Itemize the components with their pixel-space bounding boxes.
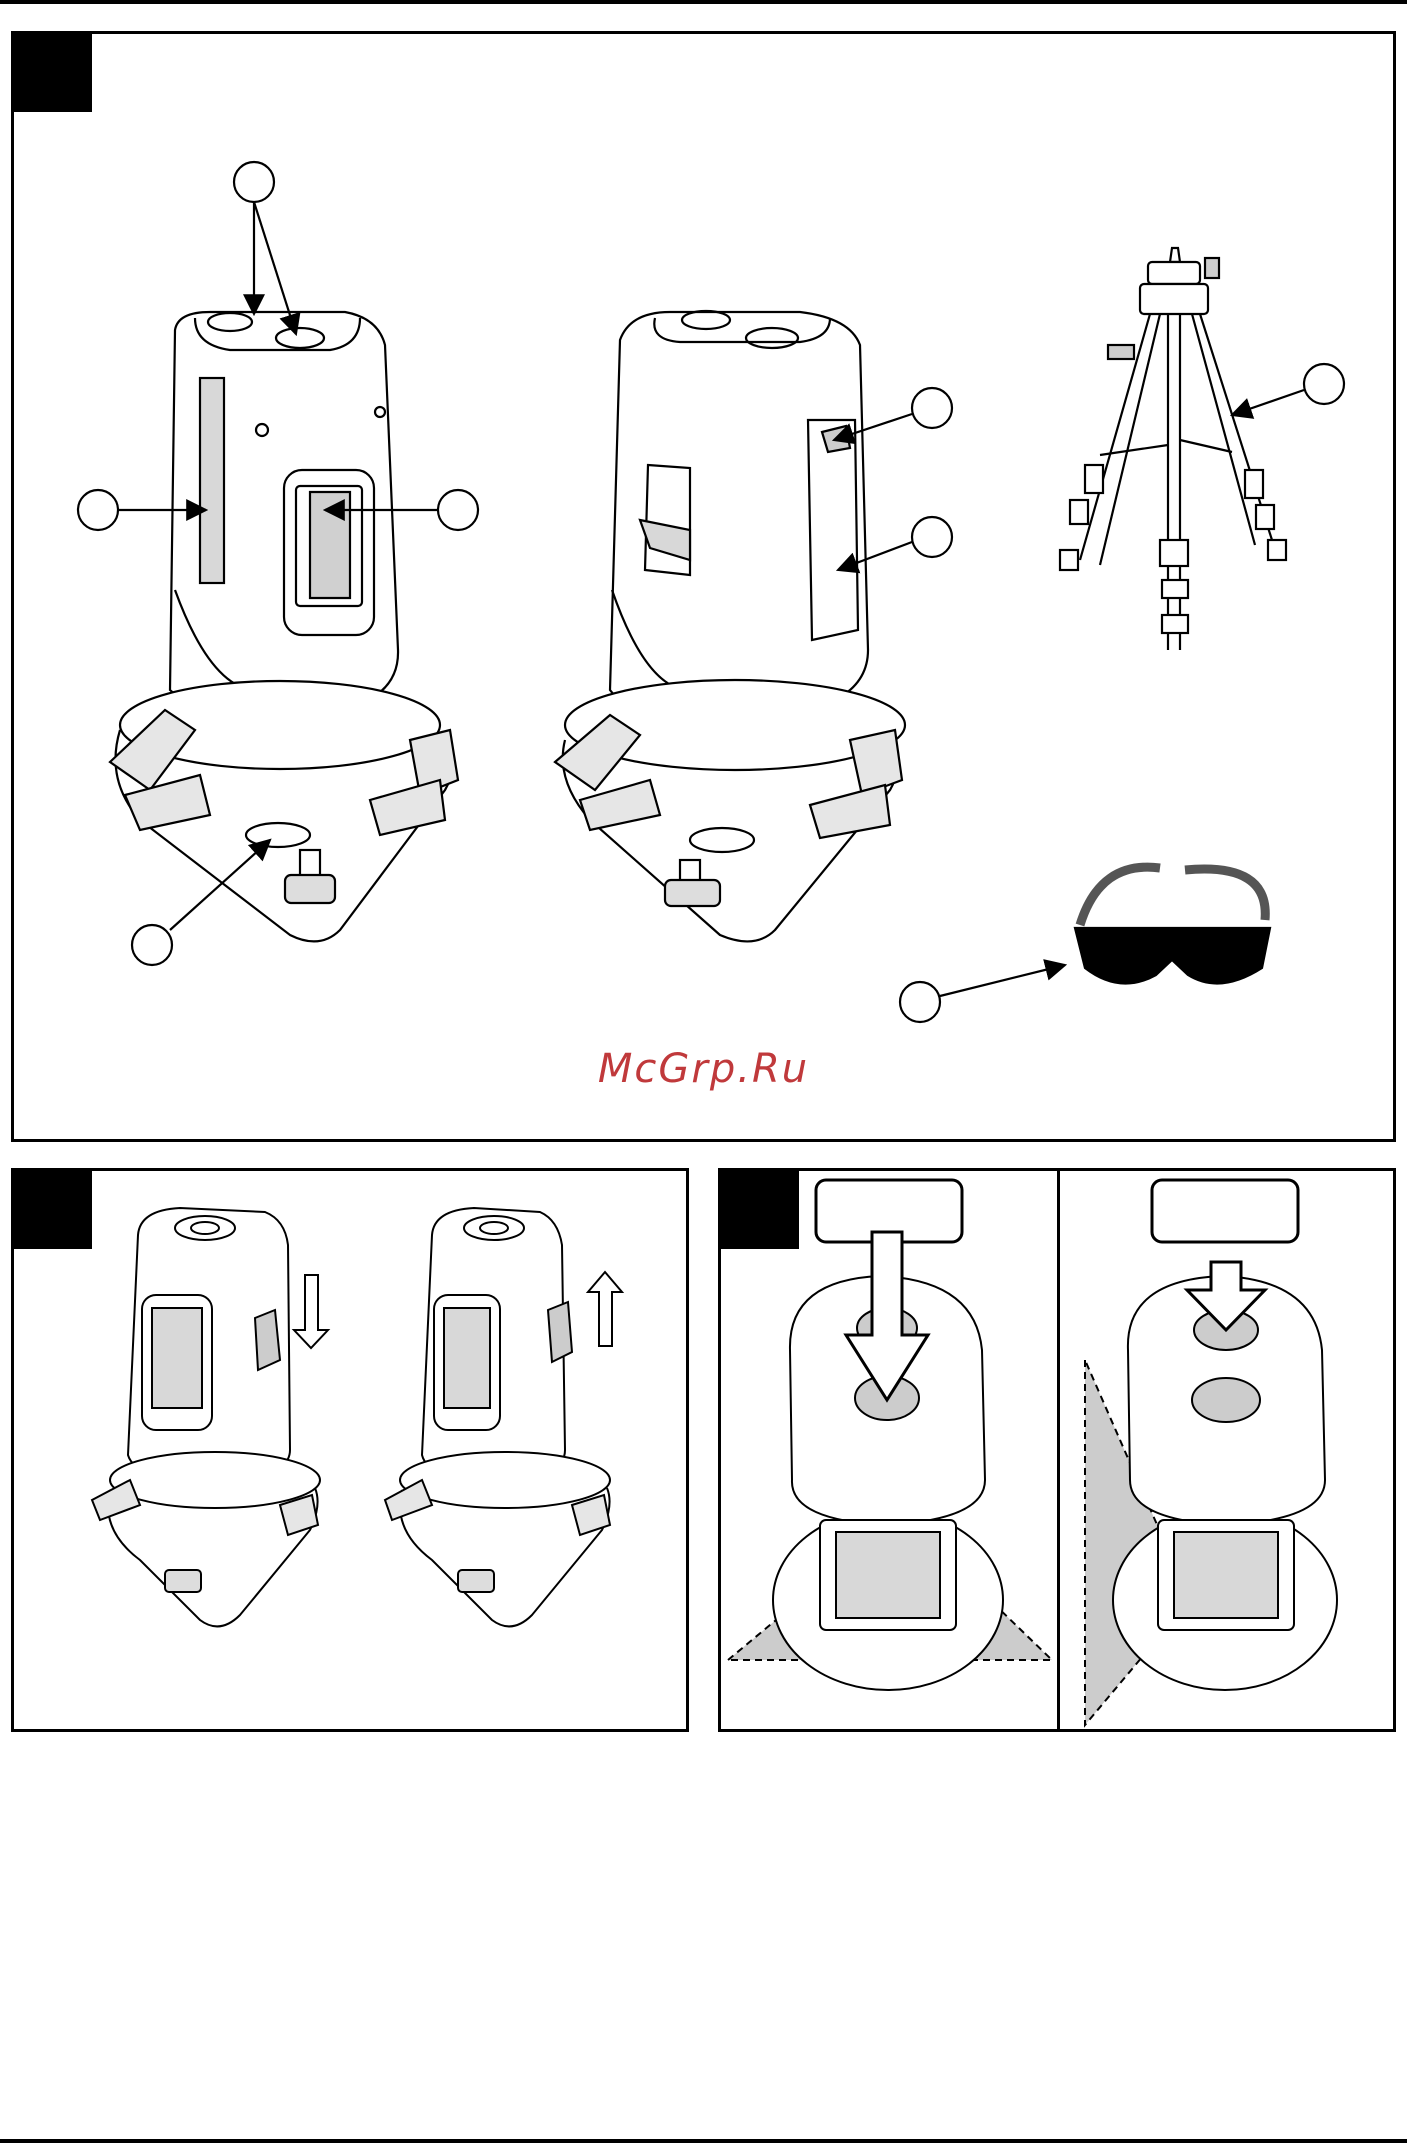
label-box-right (1152, 1180, 1298, 1242)
vertical-line-mode (1085, 1180, 1337, 1725)
horizontal-line-mode (728, 1180, 1052, 1690)
